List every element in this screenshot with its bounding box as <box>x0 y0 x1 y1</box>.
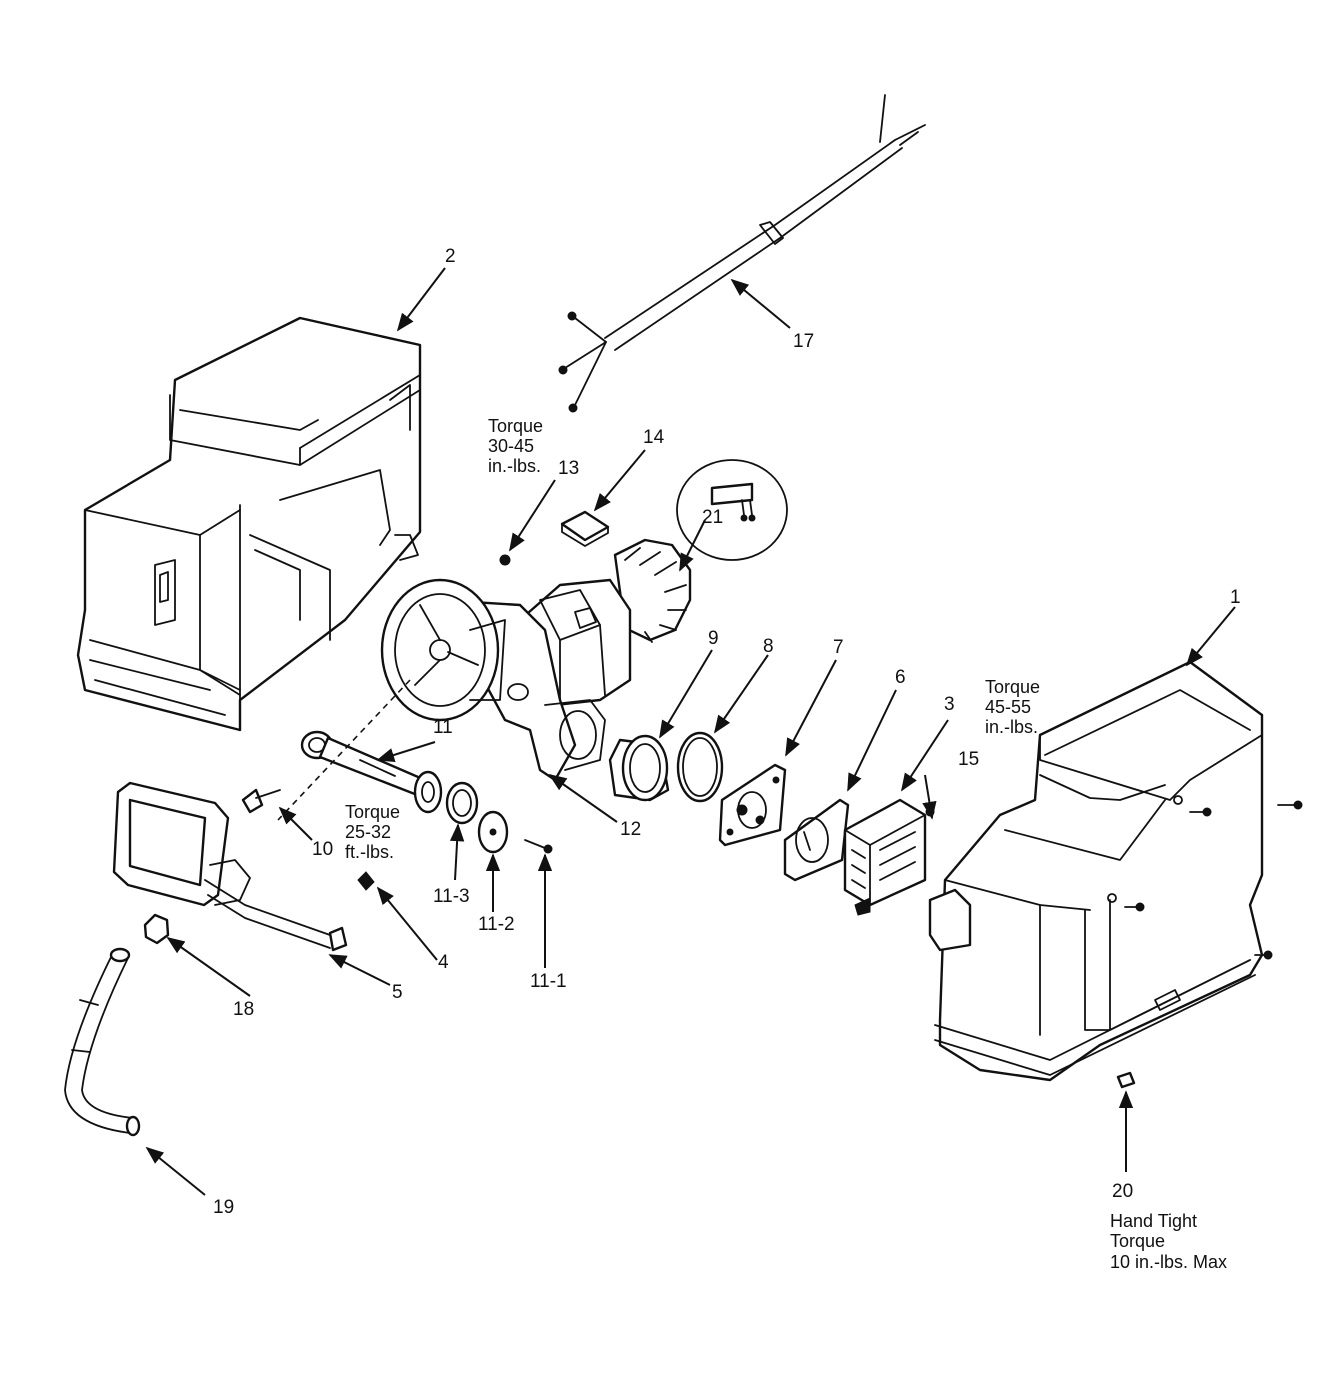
gasket <box>783 798 850 882</box>
motor-pump-assembly <box>380 538 692 782</box>
label-part-19: 19 <box>213 1197 234 1218</box>
label-part-11-1: 11-1 <box>530 971 567 992</box>
label-part-15: 15 <box>958 749 979 770</box>
label-part-14: 14 <box>643 427 665 448</box>
label-part-17: 17 <box>793 331 814 352</box>
label-part-5: 5 <box>392 982 403 1003</box>
torque-note-part-20: Hand Tight Torque 10 in.-lbs. Max <box>1110 1211 1227 1272</box>
front-shroud <box>928 660 1264 1082</box>
label-part-1: 1 <box>1230 587 1241 608</box>
svg-text:45-55: 45-55 <box>985 697 1031 717</box>
screw-11-1 <box>524 839 553 854</box>
label-part-12: 12 <box>620 819 641 840</box>
capacitor-detail <box>676 459 788 561</box>
label-part-9: 9 <box>708 628 719 649</box>
torque-note-part-11: Torque 25-32 ft.-lbs. <box>345 802 400 862</box>
screw-20 <box>1116 1071 1136 1089</box>
label-part-8: 8 <box>763 636 774 657</box>
svg-text:Torque: Torque <box>985 677 1040 697</box>
connecting-rod <box>300 730 443 814</box>
svg-text:in.-lbs.: in.-lbs. <box>488 456 541 476</box>
shroud-screws <box>1107 795 1303 960</box>
label-part-2: 2 <box>445 246 456 267</box>
cylinder <box>608 734 670 802</box>
o-ring <box>676 731 724 803</box>
svg-text:Torque: Torque <box>345 802 400 822</box>
rear-shroud <box>76 316 422 732</box>
label-part-11: 11 <box>433 717 453 738</box>
nut-18 <box>143 913 170 945</box>
label-part-3: 3 <box>944 694 955 715</box>
svg-text:Torque: Torque <box>1110 1231 1165 1251</box>
fan <box>613 538 692 643</box>
label-part-4: 4 <box>438 952 449 973</box>
label-part-21: 21 <box>702 507 723 528</box>
svg-text:Torque: Torque <box>488 416 543 436</box>
svg-text:25-32: 25-32 <box>345 822 391 842</box>
label-part-18: 18 <box>233 999 254 1020</box>
svg-text:ft.-lbs.: ft.-lbs. <box>345 842 394 862</box>
label-part-6: 6 <box>895 667 906 688</box>
torque-note-part-13: Torque 30-45 in.-lbs. <box>488 416 543 476</box>
torque-note-part-1: Torque 45-55 in.-lbs. <box>985 677 1040 737</box>
pad <box>560 510 610 547</box>
power-cord <box>558 94 926 413</box>
valve-plate <box>718 763 787 847</box>
label-part-11-3: 11-3 <box>433 886 470 907</box>
svg-text:in.-lbs.: in.-lbs. <box>985 717 1038 737</box>
cylinder-head <box>843 798 927 916</box>
part-number-labels: 2 1 3 4 5 6 7 8 9 10 11 11-1 11-2 11-3 1… <box>213 246 1241 1218</box>
svg-text:10 in.-lbs. Max: 10 in.-lbs. Max <box>1110 1252 1227 1272</box>
label-part-7: 7 <box>833 637 844 658</box>
hose <box>64 947 141 1137</box>
label-part-11-2: 11-2 <box>478 914 515 935</box>
screw-10 <box>241 788 281 814</box>
label-part-20: 20 <box>1112 1181 1133 1202</box>
svg-text:30-45: 30-45 <box>488 436 534 456</box>
washer-11-2 <box>477 810 509 854</box>
handle <box>112 781 348 952</box>
label-part-13: 13 <box>558 458 579 479</box>
screw-13 <box>499 554 511 566</box>
leader-lines <box>145 267 1236 1196</box>
svg-text:Hand Tight: Hand Tight <box>1110 1211 1197 1231</box>
label-part-10: 10 <box>312 839 333 860</box>
ring-11-3 <box>445 781 479 825</box>
plug-4 <box>357 871 375 891</box>
